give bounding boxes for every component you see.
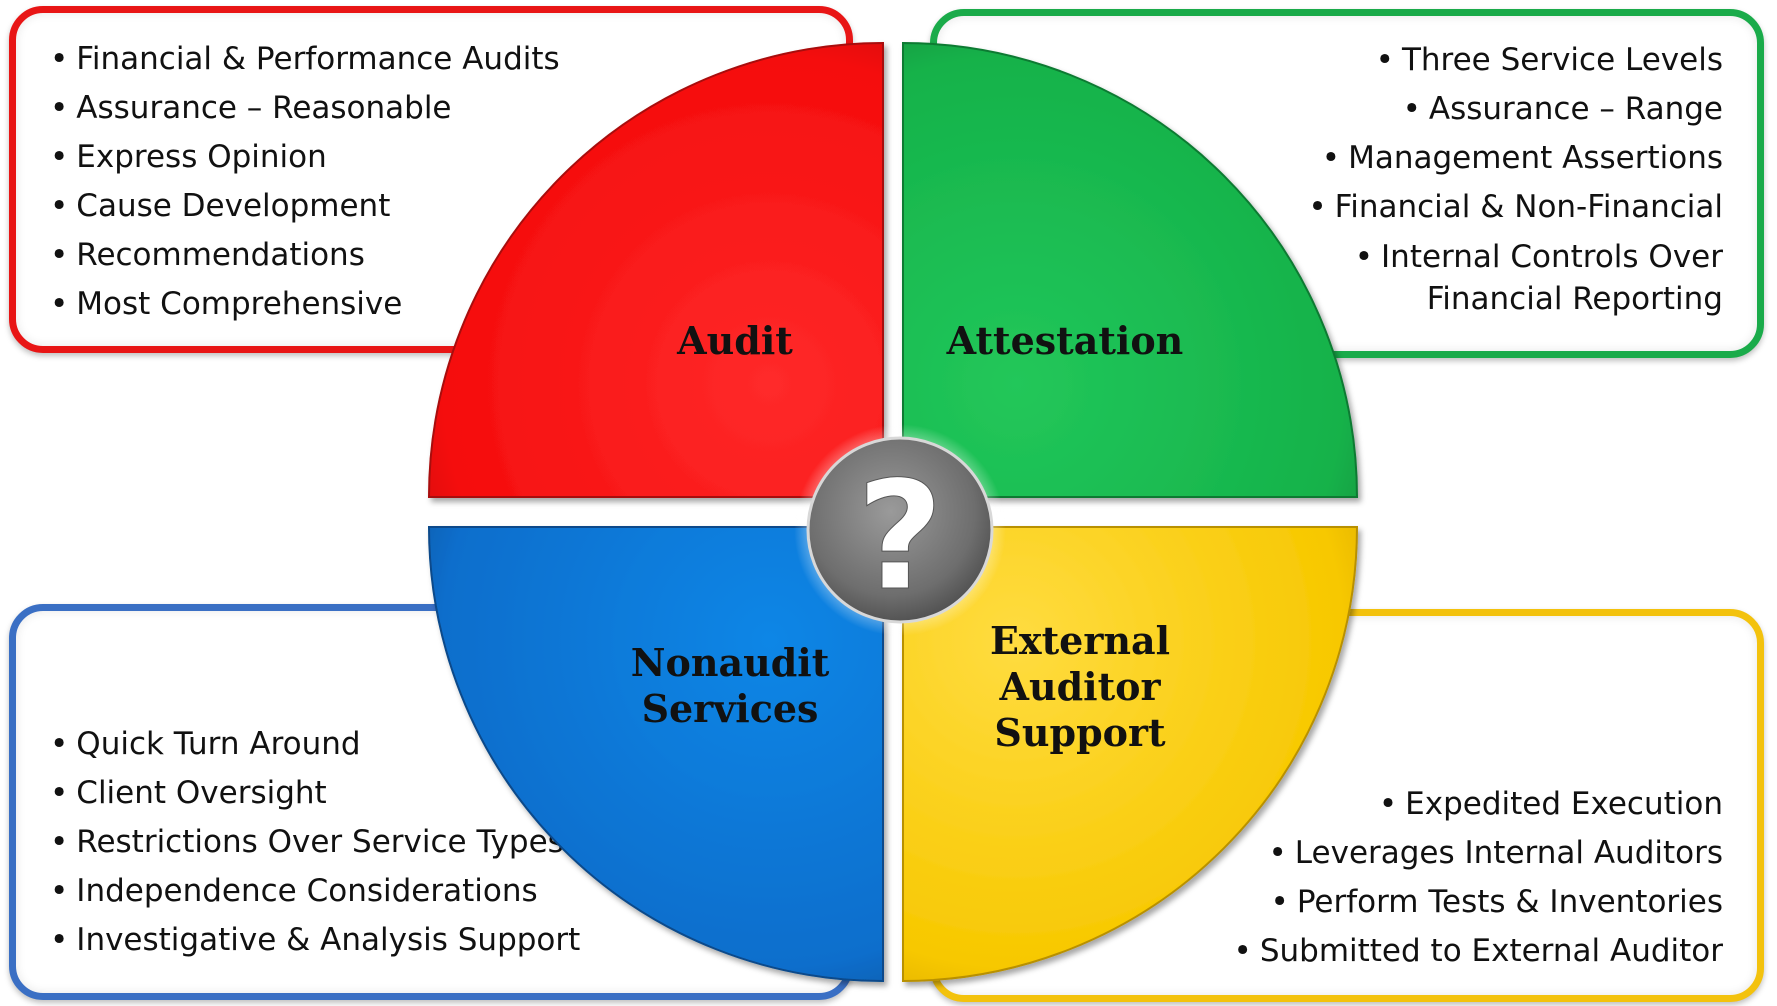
external-label-line2: Auditor [999,664,1161,709]
nonaudit-label-line2: Services [641,686,819,731]
external-quadrant [902,526,1359,983]
list-item: •Expedited Execution [1378,786,1723,822]
list-item: •Financial & Performance Audits [50,41,560,77]
external-label: External Auditor Support [965,618,1195,756]
list-item: •Financial & Non-Financial [1308,189,1723,225]
list-item: •Assurance – Reasonable [50,90,452,126]
list-item: •Investigative & Analysis Support [50,922,581,958]
attestation-quadrant [902,41,1359,498]
external-bullet-list: •Expedited Execution •Leverages Internal… [1234,780,1723,976]
list-item: •Internal Controls Over [1354,239,1723,275]
list-item: •Recommendations [50,237,365,273]
nonaudit-bullet-list: •Quick Turn Around •Client Oversight •Re… [50,720,580,965]
list-item: •Independence Considerations [50,873,538,909]
list-item: •Restrictions Over Service Types [50,824,564,860]
list-item: •Submitted to External Auditor [1233,933,1723,969]
audit-bullet-list: •Financial & Performance Audits •Assuran… [50,35,560,329]
list-item: Financial Reporting [1426,281,1723,317]
list-item: •Three Service Levels [1375,42,1723,78]
list-item: •Perform Tests & Inventories [1270,884,1723,920]
nonaudit-label: Nonaudit Services [610,640,850,732]
attestation-label: Attestation [946,318,1184,363]
nonaudit-quadrant [427,526,884,983]
nonaudit-label-line1: Nonaudit [630,640,830,685]
list-item: •Most Comprehensive [50,286,403,322]
audit-quadrant [427,41,884,498]
list-item: •Assurance – Range [1402,91,1723,127]
list-item: •Client Oversight [50,775,327,811]
external-label-line3: Support [994,710,1166,755]
list-item: •Cause Development [50,188,391,224]
external-label-line1: External [989,618,1171,663]
audit-label: Audit [677,318,793,363]
question-mark-icon: ? [856,450,943,624]
list-item: •Management Assertions [1321,140,1723,176]
list-item: •Express Opinion [50,139,327,175]
list-item: •Quick Turn Around [50,726,361,762]
list-item: •Leverages Internal Auditors [1268,835,1724,871]
center-badge [806,436,994,624]
attestation-bullet-list: •Three Service Levels •Assurance – Range… [1308,36,1723,320]
